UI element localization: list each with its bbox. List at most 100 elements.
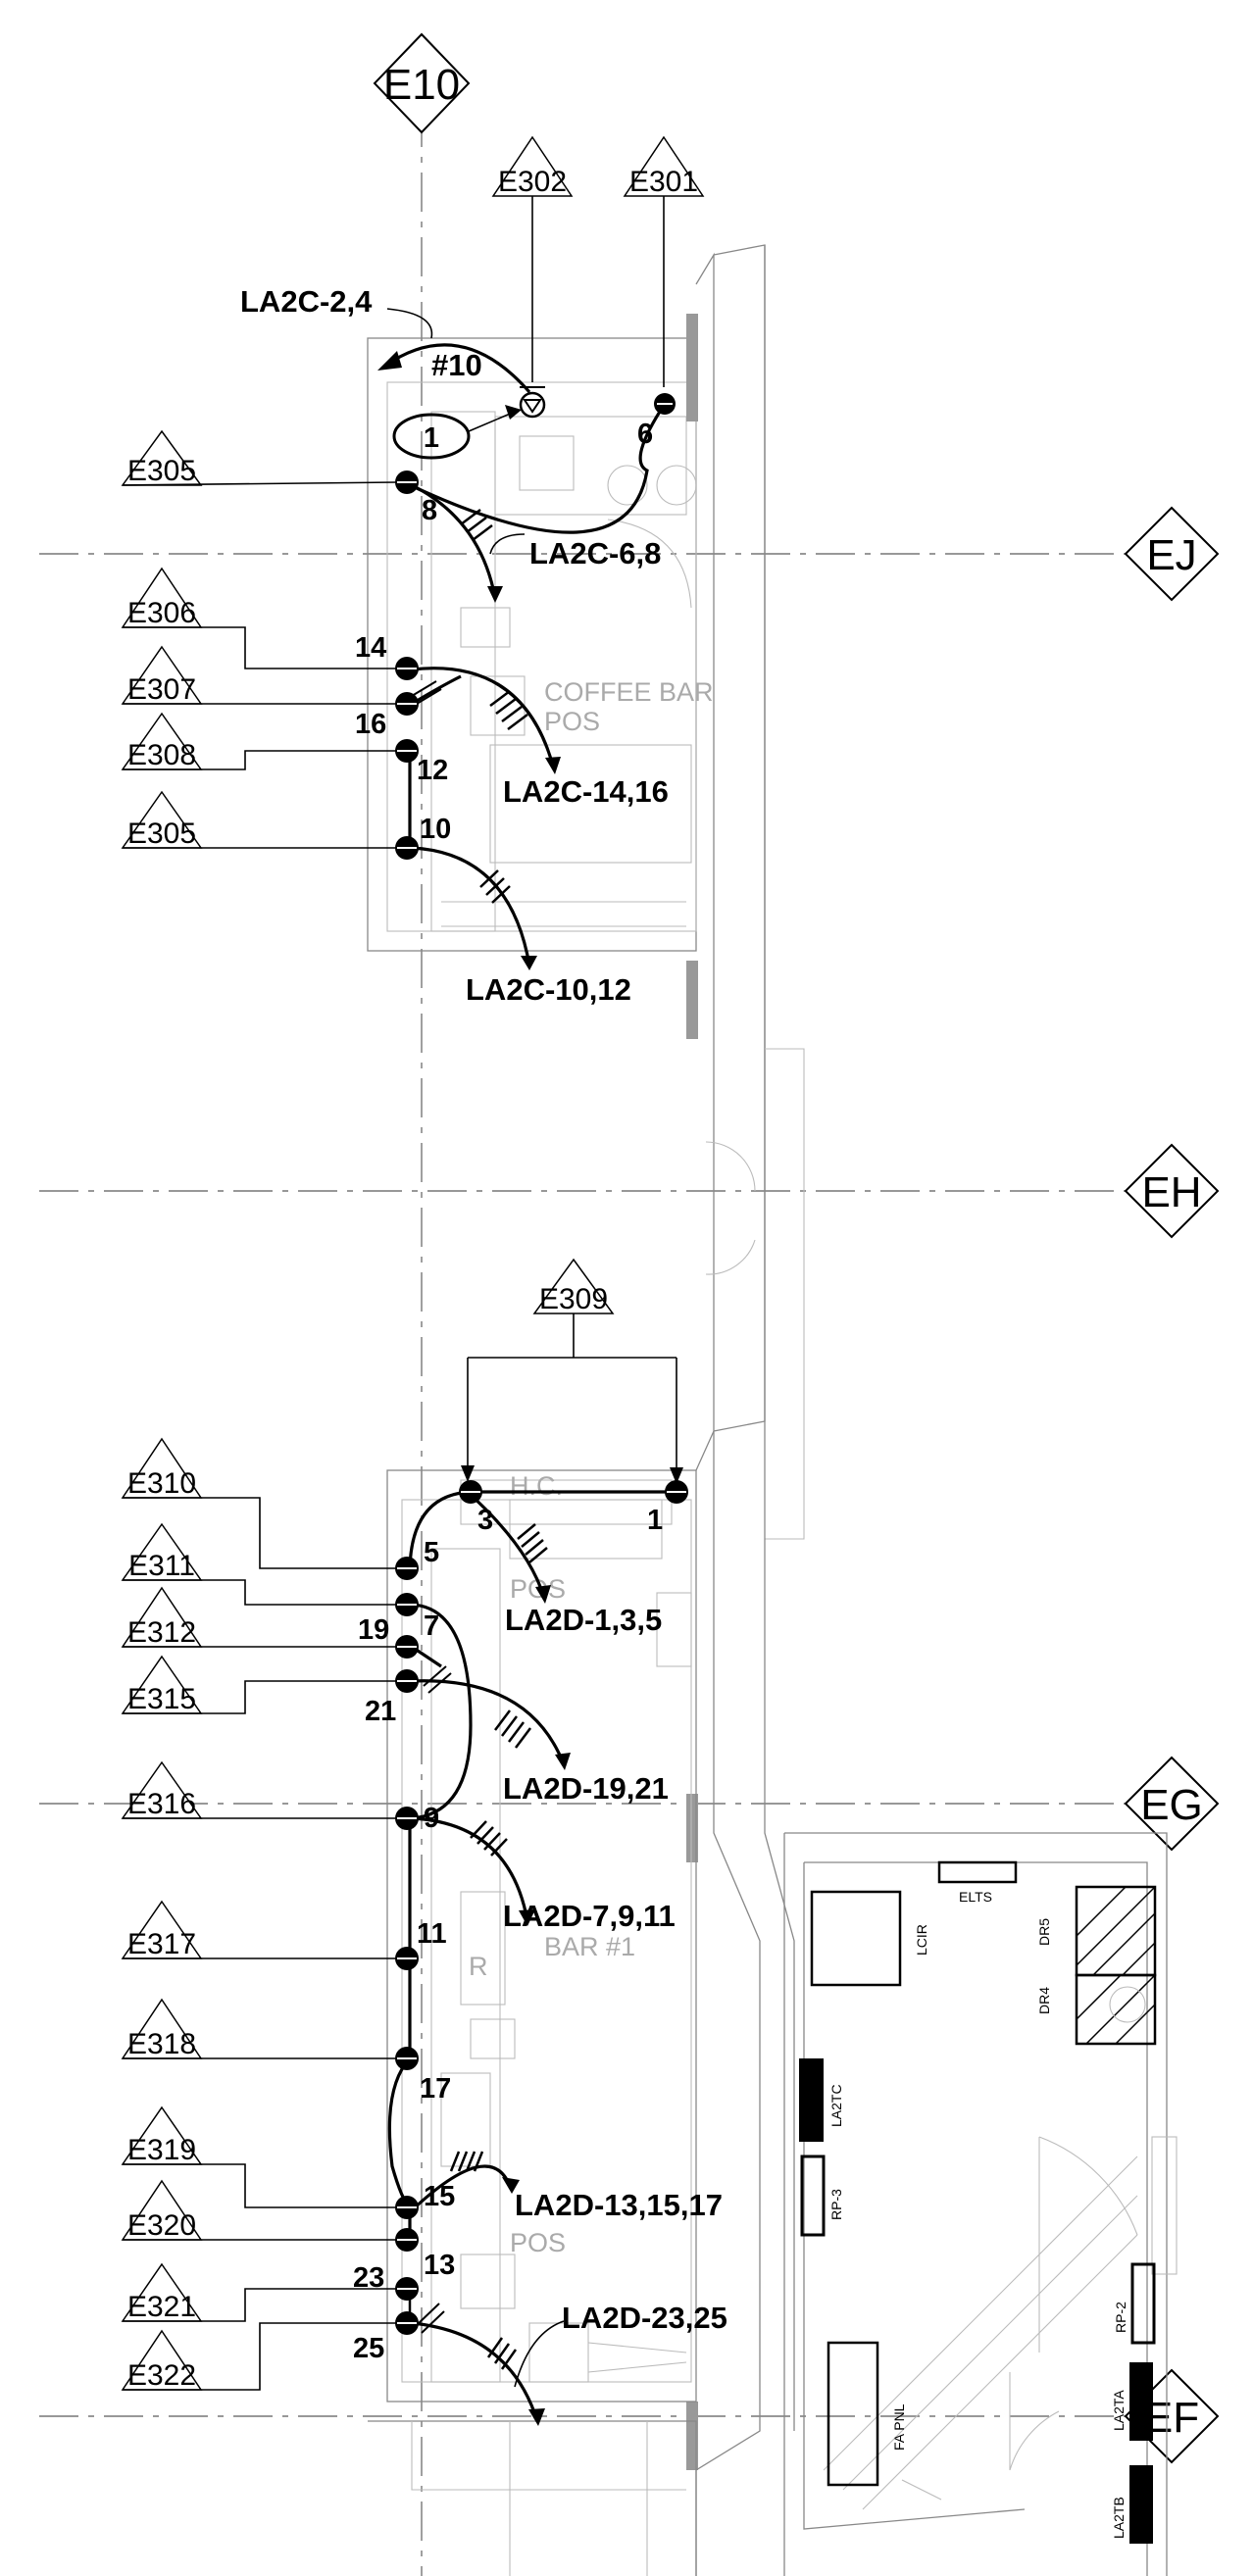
room-label-r: R (469, 1952, 488, 1981)
la2tb-panel: LA2TB (1111, 2465, 1153, 2544)
tag-e305-upper: E305 (121, 429, 398, 487)
lcir-panel: LCIR (810, 1890, 929, 1987)
tag-e306: E306 (121, 567, 397, 669)
tag-e305-lower: E305 (121, 790, 397, 850)
svg-text:EF: EF (1144, 2394, 1199, 2442)
svg-text:E320: E320 (127, 2209, 196, 2242)
grid-lines (39, 108, 1128, 2576)
tag-e302: E302 (491, 135, 574, 382)
note-1-ellipse (392, 413, 471, 460)
svg-text:10: 10 (420, 814, 451, 845)
svg-text:21: 21 (365, 1696, 396, 1727)
grid-bubble-eh: EH (1124, 1143, 1220, 1239)
wire-size-label: #10 (431, 348, 482, 382)
lower-labels: LA2D-1,3,5 LA2D-19,21 LA2D-7,9,11 LA2D-1… (353, 1505, 727, 2364)
svg-text:5: 5 (424, 1537, 439, 1568)
svg-text:E311: E311 (128, 1550, 195, 1582)
circuit-la2c-14-16: LA2C-14,16 (503, 774, 669, 809)
note-1-text: 1 (424, 422, 439, 454)
upper-devices (395, 386, 676, 860)
svg-text:RP-3: RP-3 (828, 2189, 844, 2220)
svg-text:6: 6 (637, 419, 653, 450)
svg-text:E321: E321 (127, 2291, 196, 2323)
svg-text:E308: E308 (127, 739, 196, 771)
svg-text:RP-2: RP-2 (1113, 2302, 1128, 2333)
tag-e319: E319 (121, 2105, 397, 2208)
svg-text:E307: E307 (127, 673, 196, 706)
fa-panel: FA PNL (827, 2341, 907, 2487)
svg-text:15: 15 (424, 2181, 455, 2212)
la2tc-panel: LA2TC (799, 2058, 844, 2142)
grid-bubble-ej: EJ (1124, 506, 1220, 602)
svg-text:E305: E305 (127, 817, 196, 850)
grid-bubble-e10: E10 (373, 32, 471, 134)
tag-e320: E320 (121, 2179, 397, 2242)
tag-e309: E309 (461, 1258, 683, 1484)
elts-panel: ELTS (937, 1860, 1018, 1905)
svg-text:9: 9 (424, 1803, 439, 1834)
circuit-la2d-23-25: LA2D-23,25 (562, 2301, 727, 2335)
e302-device (519, 386, 546, 419)
circuit-la2d-1-3-5: LA2D-1,3,5 (505, 1603, 662, 1637)
svg-text:E319: E319 (127, 2134, 196, 2166)
svg-text:11: 11 (417, 1918, 447, 1950)
svg-text:23: 23 (353, 2262, 384, 2294)
room-label-coffee-bar: COFFEE BAR (544, 677, 714, 707)
circuit-la2c-2-4: LA2C-2,4 (240, 284, 373, 319)
tag-e311: E311 (121, 1522, 397, 1606)
dr5-dr4-panels: DR5 DR4 (1036, 1885, 1157, 2046)
room-label-bar-1: BAR #1 (544, 1932, 635, 1961)
svg-text:E318: E318 (127, 2028, 196, 2060)
svg-text:E306: E306 (127, 597, 196, 629)
svg-text:EJ: EJ (1146, 531, 1196, 579)
tag-e301: E301 (623, 135, 705, 387)
room-label-pos: POS (544, 707, 600, 736)
svg-text:16: 16 (355, 709, 386, 740)
svg-text:LA2TA: LA2TA (1111, 2390, 1127, 2431)
svg-text:E312: E312 (127, 1616, 196, 1649)
lower-devices (395, 1480, 688, 2335)
svg-text:25: 25 (353, 2333, 384, 2364)
svg-text:E309: E309 (539, 1283, 608, 1315)
upper-labels: LA2C-2,4 #10 LA2C-6,8 LA2C-14,16 LA2C-10… (240, 284, 669, 1007)
svg-text:E301: E301 (629, 166, 698, 198)
lower-homeruns (387, 1490, 677, 2426)
svg-text:14: 14 (355, 632, 386, 664)
svg-text:8: 8 (422, 495, 437, 526)
tag-e317: E317 (121, 1900, 397, 1960)
circuit-la2d-7-9-11: LA2D-7,9,11 (503, 1899, 676, 1933)
svg-text:E10: E10 (383, 61, 460, 109)
svg-text:E302: E302 (498, 166, 567, 198)
architectural-background: COFFEE BAR POS H.C. POS BAR #1 R POS (367, 244, 805, 2576)
svg-text:DR4: DR4 (1036, 1987, 1052, 2014)
tag-e307: E307 (121, 645, 397, 706)
tag-e315: E315 (121, 1655, 397, 1715)
la2ta-panel: LA2TA (1111, 2362, 1153, 2441)
grid-bubble-eg: EG (1124, 1756, 1220, 1852)
tag-e321: E321 (121, 2262, 397, 2323)
svg-text:7: 7 (424, 1610, 439, 1642)
svg-text:17: 17 (420, 2073, 451, 2105)
tag-e316: E316 (121, 1760, 397, 1820)
svg-text:19: 19 (358, 1614, 389, 1646)
tag-e318: E318 (121, 1998, 397, 2060)
tag-e312: E312 (121, 1586, 397, 1649)
svg-text:E316: E316 (127, 1788, 196, 1820)
svg-text:DR5: DR5 (1036, 1918, 1052, 1946)
svg-text:E315: E315 (127, 1683, 196, 1715)
rp3-panel: RP-3 (800, 2155, 844, 2237)
svg-text:13: 13 (424, 2250, 455, 2281)
room-label-pos-3: POS (510, 2228, 566, 2257)
svg-text:E310: E310 (127, 1467, 196, 1500)
circuit-la2c-6-8: LA2C-6,8 (529, 536, 661, 570)
svg-text:LCIR: LCIR (914, 1924, 929, 1956)
svg-text:EG: EG (1140, 1781, 1203, 1829)
svg-text:LA2TB: LA2TB (1111, 2497, 1127, 2539)
room-label-hc: H.C. (510, 1471, 563, 1501)
svg-text:E322: E322 (127, 2359, 196, 2392)
svg-text:EH: EH (1141, 1168, 1201, 1216)
tag-e322: E322 (121, 2322, 397, 2392)
svg-text:E317: E317 (127, 1928, 196, 1960)
electrical-room: LCIR ELTS DR5 DR4 LA2TC RP-3 RP-2 (783, 1832, 1178, 2576)
